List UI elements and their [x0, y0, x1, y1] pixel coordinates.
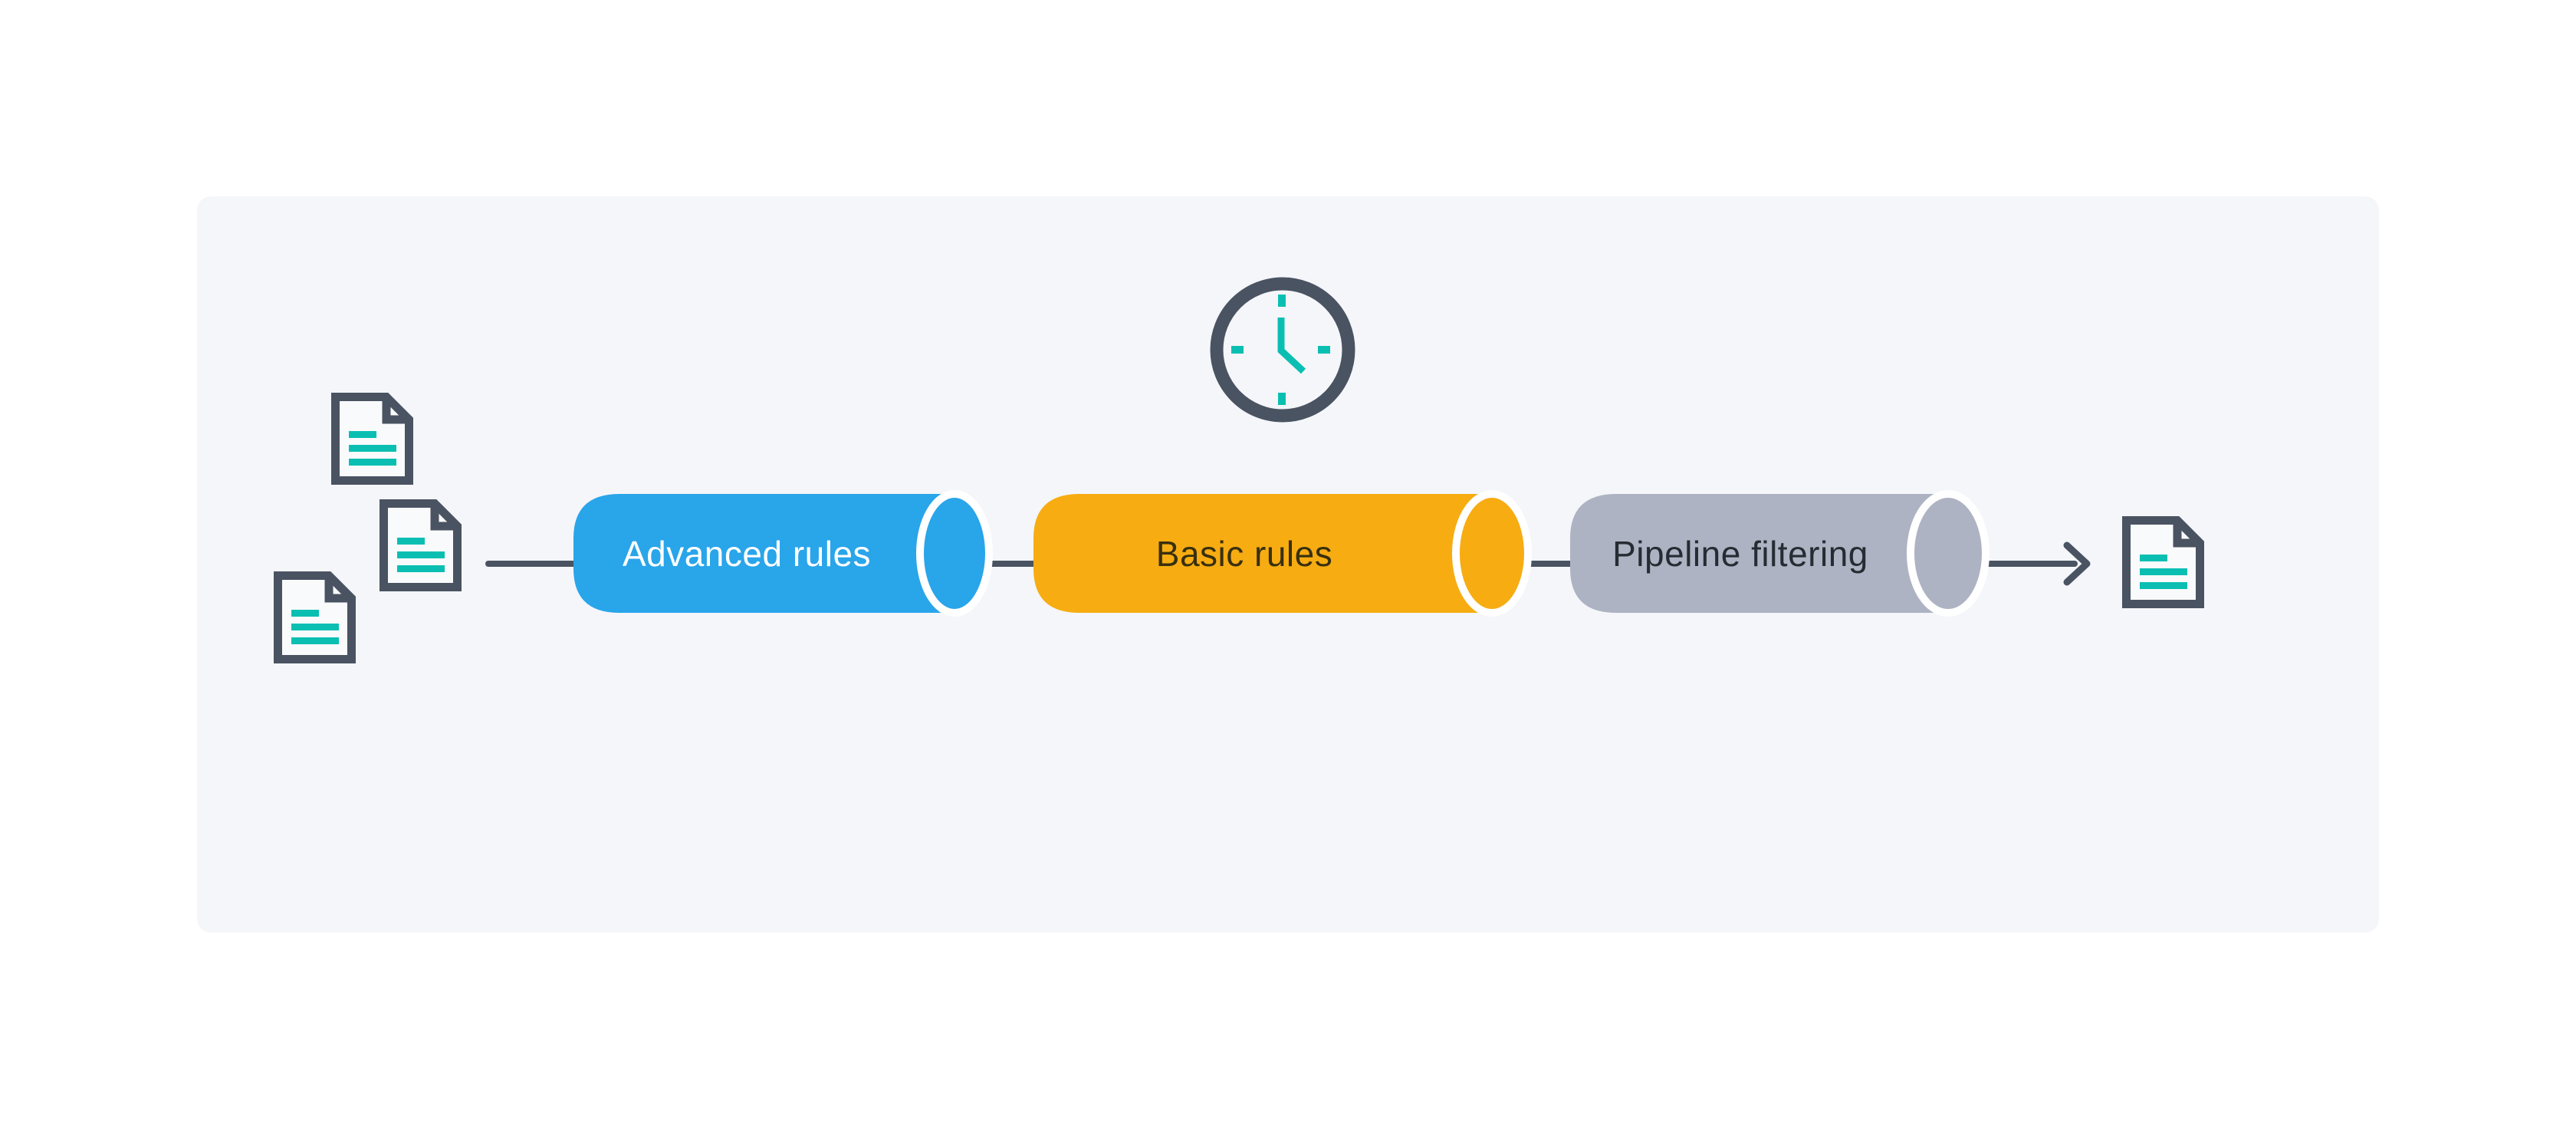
cylinder-cap [916, 490, 993, 617]
stage-label-pipeline-filtering: Pipeline filtering [1612, 534, 1868, 574]
input-documents-group [278, 397, 458, 660]
cylinder-body [1570, 494, 1948, 613]
stage-label-advanced-rules: Advanced rules [622, 534, 872, 574]
right-arrow-icon [2063, 541, 2091, 586]
flow-lines [485, 541, 2091, 586]
clock-ticks [1231, 295, 1330, 405]
clock-hands [1277, 318, 1306, 374]
cylinder-body [573, 494, 955, 613]
stage-cylinder-pipeline-filtering [1570, 490, 1990, 617]
document-icon [278, 576, 352, 660]
stage-cylinder-basic-rules [1033, 490, 1532, 617]
cylinder-body [1033, 494, 1492, 613]
document-icon [384, 504, 458, 588]
output-document-icon [2127, 521, 2200, 604]
clock-face [1210, 277, 1355, 423]
document-icon [336, 397, 409, 481]
cylinder-cap [1452, 490, 1532, 617]
clock-icon [1210, 277, 1355, 423]
cylinder-cap [1907, 490, 1990, 617]
stage-cylinder-advanced-rules [573, 490, 993, 617]
stage-label-basic-rules: Basic rules [1155, 534, 1333, 574]
